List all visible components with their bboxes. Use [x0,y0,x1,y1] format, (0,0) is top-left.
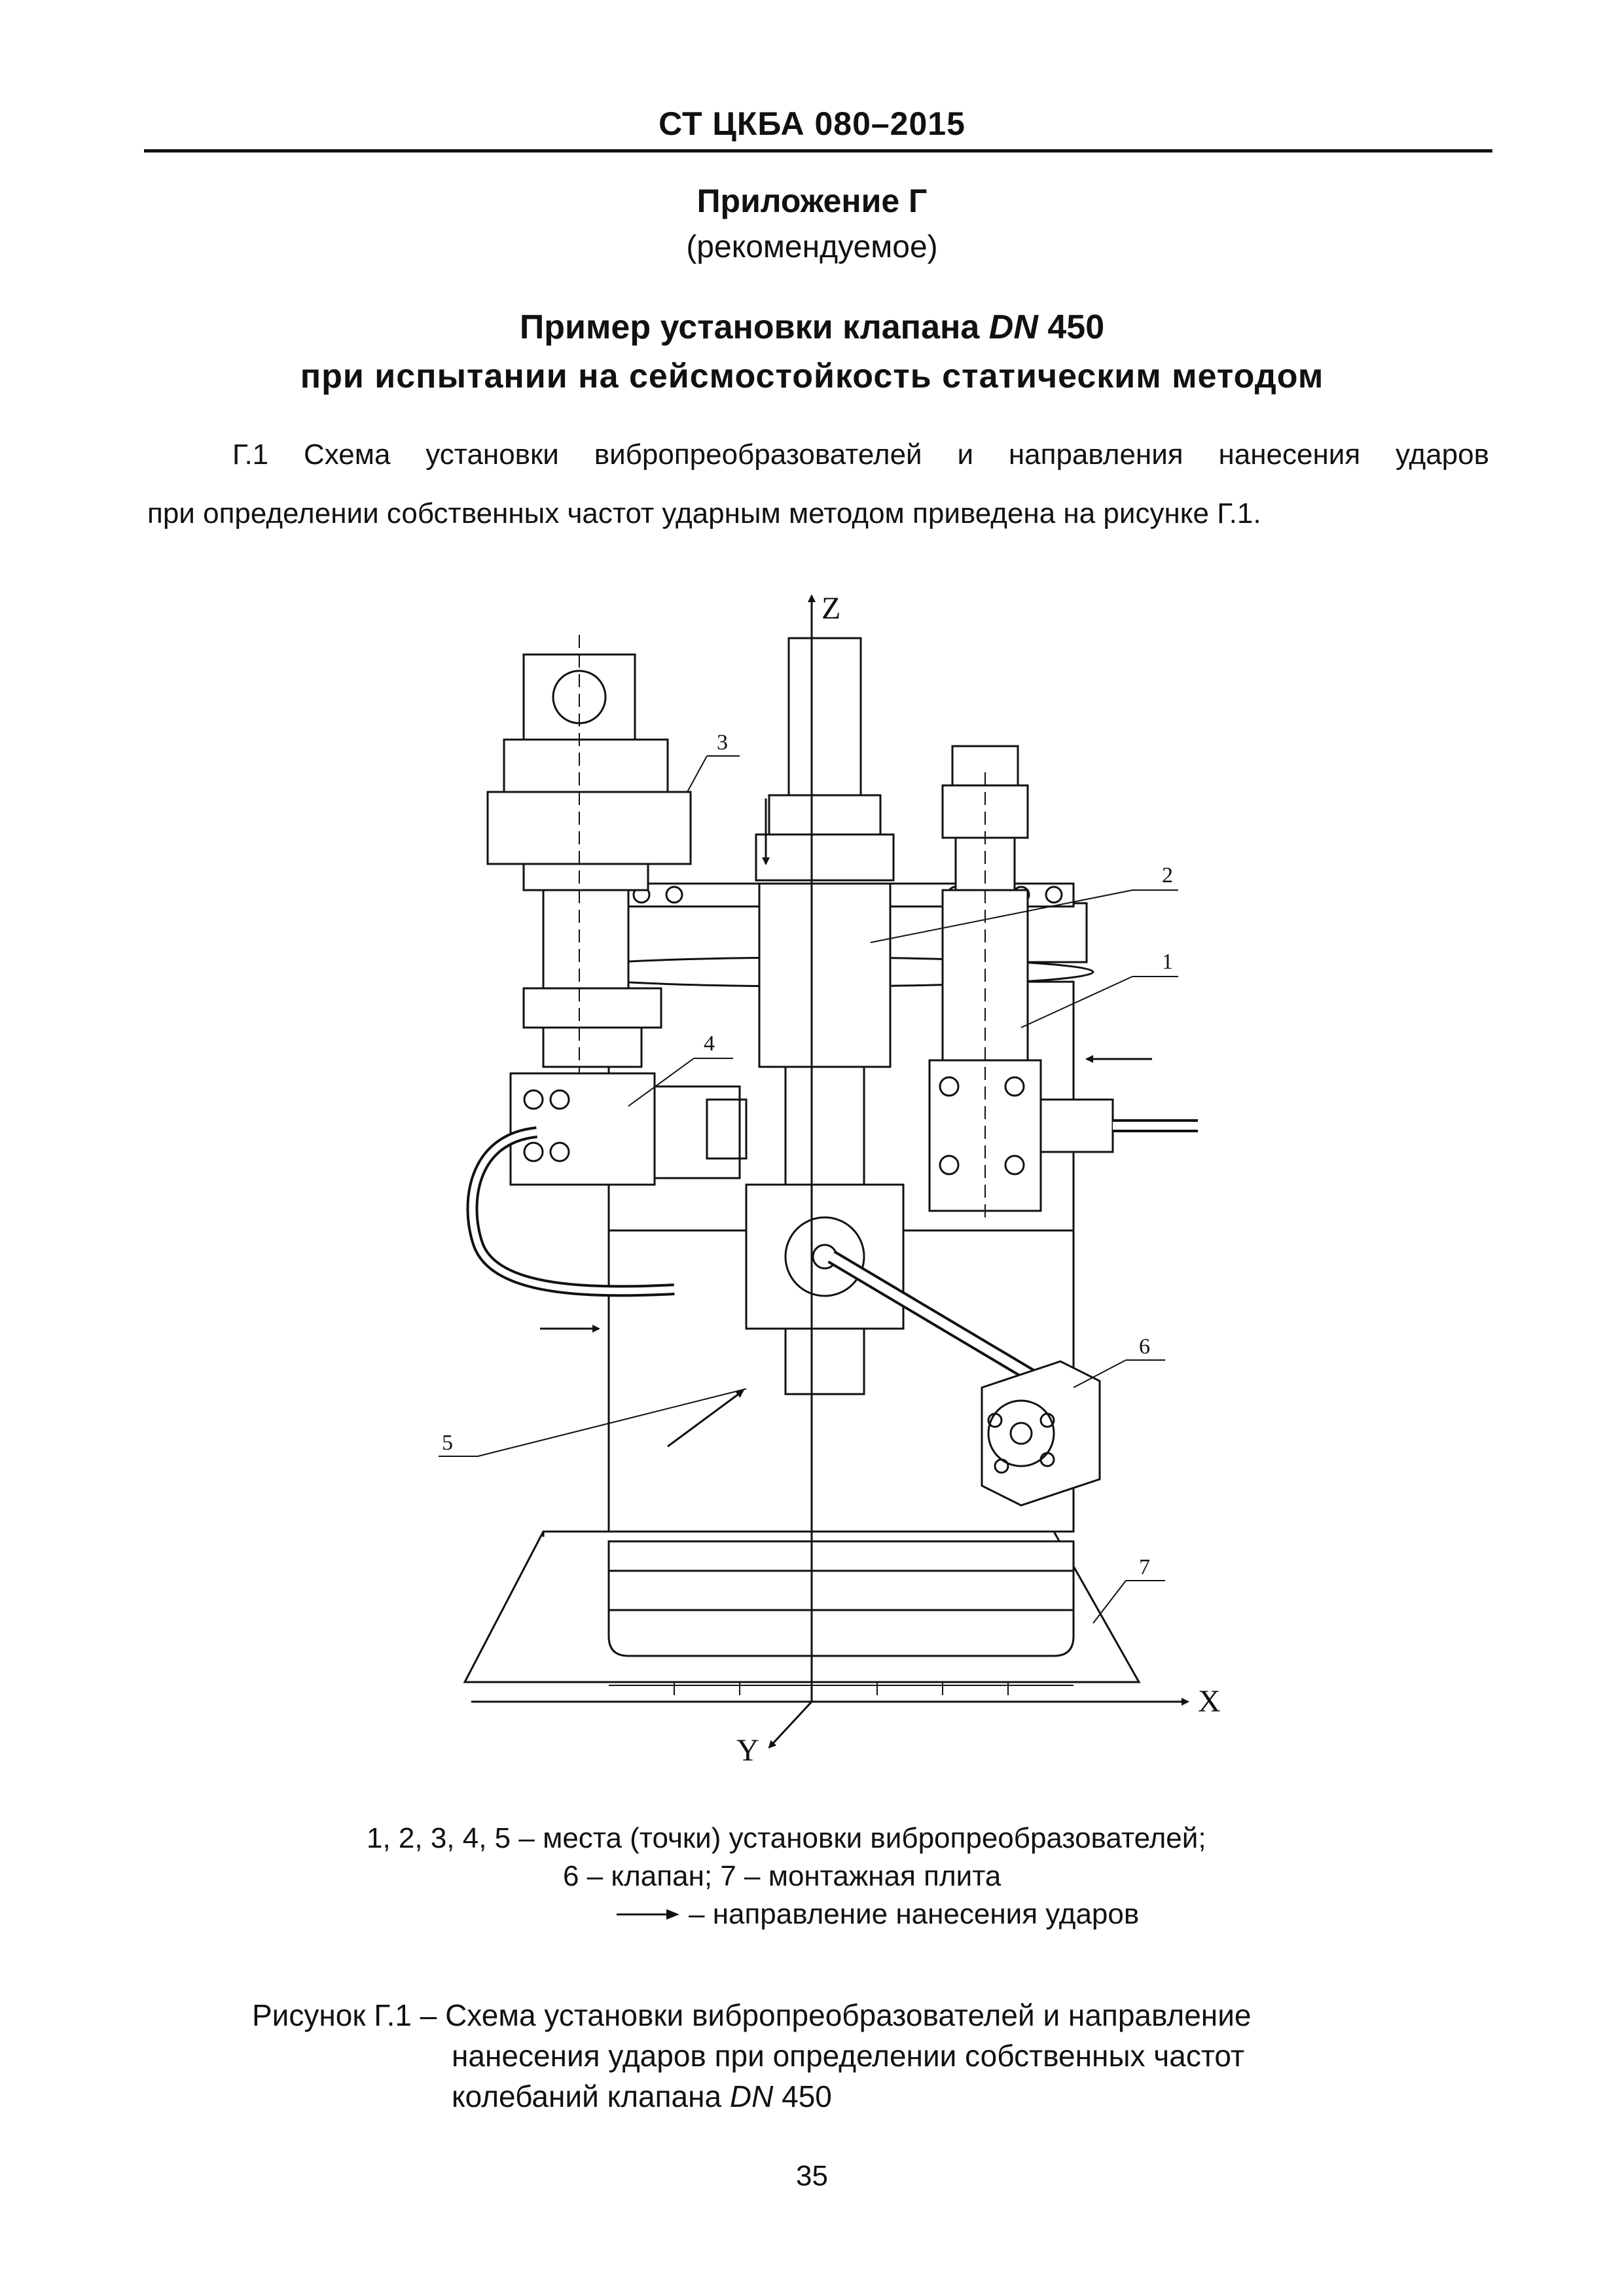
body-paragraph: Г.1 Схема установки вибропреобразователе… [147,425,1489,543]
figure-caption-line2: нанесения ударов при определении собстве… [452,2039,1245,2073]
left-actuator [486,635,692,1073]
callout-7: 7 [1139,1555,1150,1579]
axis-label-z: Z [821,591,840,626]
arrow-icon [617,1909,679,1920]
callout-1: 1 [1162,950,1173,974]
caption-line3-post: 450 [773,2079,832,2113]
valve-installation-drawing: Z X Y 1 2 3 4 5 6 7 [439,591,1221,1767]
paragraph-line1: Г.1 Схема установки вибропреобразователе… [232,439,1489,471]
section-title-line1: Пример установки клапана DN 450 [0,308,1624,347]
central-column [745,637,905,1395]
section-title-post: 450 [1038,308,1105,346]
document-code-header: СТ ЦКБА 080–2015 [659,105,965,142]
axis-label-y: Y [736,1733,759,1767]
paragraph-line2: при определении собственных частот ударн… [147,497,1261,529]
legend-line2: 6 – клапан; 7 – монтажная плита [563,1860,1001,1892]
coordinate-axes [471,594,1189,1749]
right-column [928,745,1114,1217]
impact-arrows [540,798,1152,1448]
bottom-right-block [981,1360,1101,1507]
legend-line1: 1, 2, 3, 4, 5 – места (точки) установки … [367,1822,1206,1854]
appendix-title: Приложение Г [696,183,928,219]
callout-5: 5 [442,1431,453,1455]
section-title-dn: DN [988,308,1038,346]
caption-line3-pre: колебаний клапана [452,2079,730,2113]
legend-line3: – направление нанесения ударов [615,1895,1139,1933]
section-title-pre: Пример установки клапана [519,308,989,346]
figure-caption-line3: колебаний клапана DN 450 [452,2076,832,2117]
axis-label-x: X [1198,1684,1221,1719]
mounting-plate [463,1530,1141,1695]
legend-line3-text: – направление нанесения ударов [689,1898,1140,1930]
caption-dn: DN [729,2079,774,2113]
page-number: 35 [796,2160,828,2192]
callout-leaders [439,755,1178,1624]
callout-6: 6 [1139,1335,1150,1359]
callout-3: 3 [717,730,728,755]
callout-2: 2 [1162,863,1173,888]
header-rule [144,149,1492,152]
callout-4: 4 [704,1031,715,1056]
section-title-line2: при испытании на сейсмостойкость статиче… [300,357,1324,395]
figure-caption-line1: Рисунок Г.1 – Схема установки вибропреоб… [252,1998,1252,2032]
appendix-subtitle: (рекомендуемое) [686,230,938,264]
left-side-block [509,1072,748,1186]
